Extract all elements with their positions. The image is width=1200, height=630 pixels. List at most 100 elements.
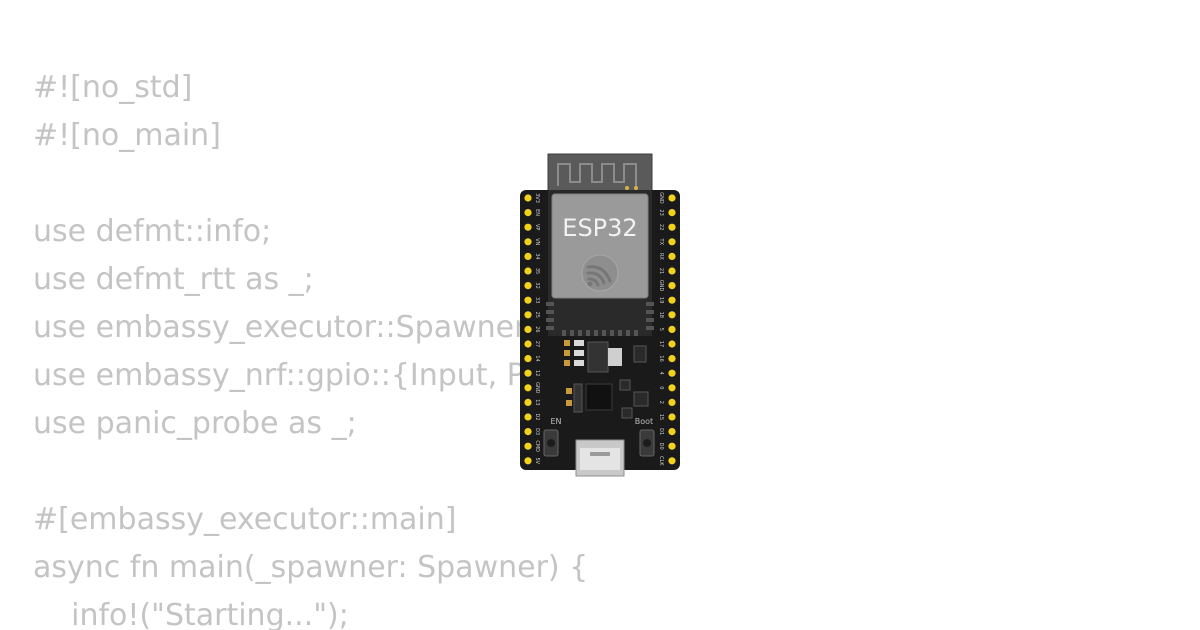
code-line: use panic_probe as _; xyxy=(33,406,357,441)
pin-right-22 xyxy=(668,223,676,231)
pin-right-rx xyxy=(668,252,676,260)
esp32-board-illustration: ESP32 xyxy=(520,153,680,477)
pin-label: RX xyxy=(658,253,664,260)
pin-right-16 xyxy=(668,355,676,363)
pin-right-2 xyxy=(668,398,676,406)
esp32-devkit-board: ESP32 xyxy=(518,152,682,480)
code-line: async fn main(_spawner: Spawner) { xyxy=(33,550,589,585)
pin-right-clk xyxy=(668,457,676,465)
pin-right-5 xyxy=(668,325,676,333)
pin-right-gnd xyxy=(668,282,676,290)
pin-label: D0 xyxy=(658,443,664,450)
pin-label: 4 xyxy=(658,372,664,375)
pin-right-d1 xyxy=(668,428,676,436)
pin-label: GND xyxy=(534,382,540,394)
left-pin-header: 3V3ENVPVN343532332526271412GND13D2D3CMD5… xyxy=(524,193,540,465)
pin-right-18 xyxy=(668,311,676,319)
pin-left-gnd xyxy=(524,384,532,392)
pin-left-35 xyxy=(524,267,532,275)
micro-usb-port[interactable] xyxy=(575,439,625,477)
pin-right-17 xyxy=(668,340,676,348)
pin-left-vp xyxy=(524,223,532,231)
pin-label: GND xyxy=(658,280,664,292)
code-line: use defmt::info; xyxy=(33,214,272,249)
pin-label: CMD xyxy=(534,440,540,452)
code-line: info!("Starting..."); xyxy=(33,598,349,630)
pin-label: D2 xyxy=(534,413,540,420)
pin-label: 18 xyxy=(658,312,664,318)
en-button-label: EN xyxy=(550,417,561,426)
antenna-trace xyxy=(557,163,637,186)
pin-right-d0 xyxy=(668,442,676,450)
pin-left-14 xyxy=(524,355,532,363)
pin-left-27 xyxy=(524,340,532,348)
pin-right-19 xyxy=(668,296,676,304)
pin-label: 21 xyxy=(658,268,664,274)
pin-label: 17 xyxy=(658,341,664,347)
pin-right-0 xyxy=(668,384,676,392)
pin-label: GND xyxy=(658,192,664,204)
module-pads xyxy=(546,302,654,336)
pin-label: 32 xyxy=(534,282,540,288)
pin-label: 16 xyxy=(658,355,664,361)
pin-right-15 xyxy=(668,413,676,421)
pin-label: 5 xyxy=(658,328,664,331)
pin-label: 5V xyxy=(534,457,540,464)
pin-label: 34 xyxy=(534,253,540,259)
antenna-pad xyxy=(634,186,638,190)
pin-label: 2 xyxy=(658,401,664,404)
code-line: use embassy_nrf::gpio::{Input, Pull}; xyxy=(33,358,590,393)
code-line xyxy=(33,160,589,208)
pin-label: D1 xyxy=(658,428,664,435)
boot-button[interactable] xyxy=(639,429,655,457)
espressif-logo-icon xyxy=(581,254,619,292)
pin-right-21 xyxy=(668,267,676,275)
pin-label: 33 xyxy=(534,297,540,303)
en-button[interactable] xyxy=(543,429,559,457)
pin-label: 14 xyxy=(534,355,540,361)
pin-left-cmd xyxy=(524,442,532,450)
metal-shield xyxy=(551,193,649,299)
pin-left-32 xyxy=(524,282,532,290)
pin-label: 13 xyxy=(534,399,540,405)
pin-label: 3V3 xyxy=(534,193,540,203)
pin-label: 12 xyxy=(534,370,540,376)
pin-left-5v xyxy=(524,457,532,465)
pin-right-tx xyxy=(668,238,676,246)
code-line: #[embassy_executor::main] xyxy=(33,502,457,537)
pin-left-d3 xyxy=(524,428,532,436)
module-label: ESP32 xyxy=(562,214,637,242)
antenna-pad xyxy=(625,186,629,190)
pin-label: VN xyxy=(534,238,540,245)
pin-right-4 xyxy=(668,369,676,377)
pin-left-d2 xyxy=(524,413,532,421)
pin-label: 22 xyxy=(658,224,664,230)
pin-right-gnd xyxy=(668,194,676,202)
pin-left-3v3 xyxy=(524,194,532,202)
pin-label: EN xyxy=(534,209,540,216)
pin-left-25 xyxy=(524,311,532,319)
code-line xyxy=(33,448,589,496)
pin-label: 23 xyxy=(658,209,664,215)
pin-left-vn xyxy=(524,238,532,246)
code-block: #![no_std]#![no_main]use defmt::info;use… xyxy=(33,64,589,630)
code-line: use embassy_executor::Spawner; xyxy=(33,310,537,345)
pin-label: TX xyxy=(658,238,664,246)
pin-left-33 xyxy=(524,296,532,304)
pin-label: 25 xyxy=(534,312,540,318)
pin-left-13 xyxy=(524,398,532,406)
code-line: #![no_std] xyxy=(33,70,193,105)
board-components xyxy=(564,340,649,419)
pin-label: D3 xyxy=(534,428,540,435)
pin-label: 0 xyxy=(658,386,664,389)
pin-label: VP xyxy=(534,224,540,230)
pin-label: 19 xyxy=(658,297,664,303)
pin-left-26 xyxy=(524,325,532,333)
boot-button-label: Boot xyxy=(635,417,653,426)
pin-left-12 xyxy=(524,369,532,377)
pin-label: CLK xyxy=(658,456,664,466)
pin-right-23 xyxy=(668,209,676,217)
pin-left-34 xyxy=(524,252,532,260)
